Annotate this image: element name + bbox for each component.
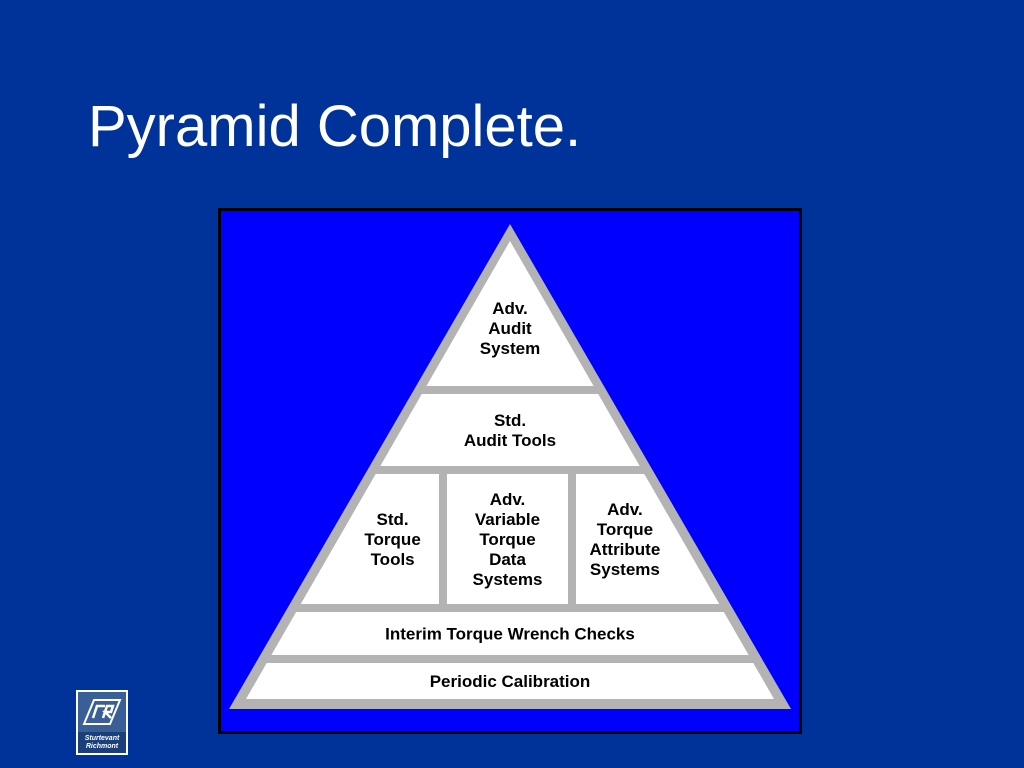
sr-logo-icon: Sturtevant Richmont: [76, 690, 128, 755]
pyramid-label-periodic-calibration: Periodic Calibration: [430, 672, 591, 691]
pyramid-block-std-torque-tools: [300, 474, 439, 604]
pyramid-label-line: Systems: [473, 570, 543, 589]
pyramid-label-std-audit-tools: Std.Audit Tools: [464, 411, 556, 450]
pyramid-label-line: Adv.: [607, 500, 643, 519]
pyramid-label-line: Std.: [377, 510, 409, 529]
pyramid-block-periodic-calibration: [246, 663, 774, 699]
pyramid-label-line: Tools: [371, 550, 415, 569]
pyramid-label-line: Adv.: [492, 299, 528, 318]
logo-text-sturtevant: Sturtevant: [85, 735, 120, 742]
pyramid-label-line: Adv.: [490, 490, 526, 509]
pyramid-block-adv-torque-attribute-systems: [576, 474, 720, 604]
logo-text-richmont: Richmont: [86, 743, 119, 750]
pyramid-label-line: Torque: [364, 530, 420, 549]
pyramid-label-line: Std.: [494, 411, 526, 430]
pyramid-block-adv-audit-system: [426, 241, 594, 386]
pyramid-label-line: Audit: [488, 319, 532, 338]
pyramid-label-interim-torque-wrench-checks: Interim Torque Wrench Checks: [385, 625, 635, 644]
pyramid-label-line: Data: [489, 550, 526, 569]
pyramid-block-adv-variable-torque-data-systems: [447, 474, 568, 604]
pyramid-label-line: Torque: [479, 530, 535, 549]
pyramid-label-line: Interim Torque Wrench Checks: [385, 625, 635, 644]
pyramid-label-line: Variable: [475, 510, 540, 529]
pyramid-block-std-audit-tools: [380, 394, 640, 466]
pyramid-label-line: Periodic Calibration: [430, 672, 591, 691]
pyramid-block-interim-torque-wrench-checks: [271, 612, 749, 655]
pyramid-label-line: Torque: [597, 520, 653, 539]
pyramid-label-line: Audit Tools: [464, 431, 556, 450]
pyramid-label-line: Systems: [590, 560, 660, 579]
pyramid-label-line: Attribute: [589, 540, 660, 559]
company-logo: Sturtevant Richmont: [76, 690, 128, 755]
pyramid-label-line: System: [480, 339, 540, 358]
slide-title: Pyramid Complete.: [88, 94, 582, 159]
